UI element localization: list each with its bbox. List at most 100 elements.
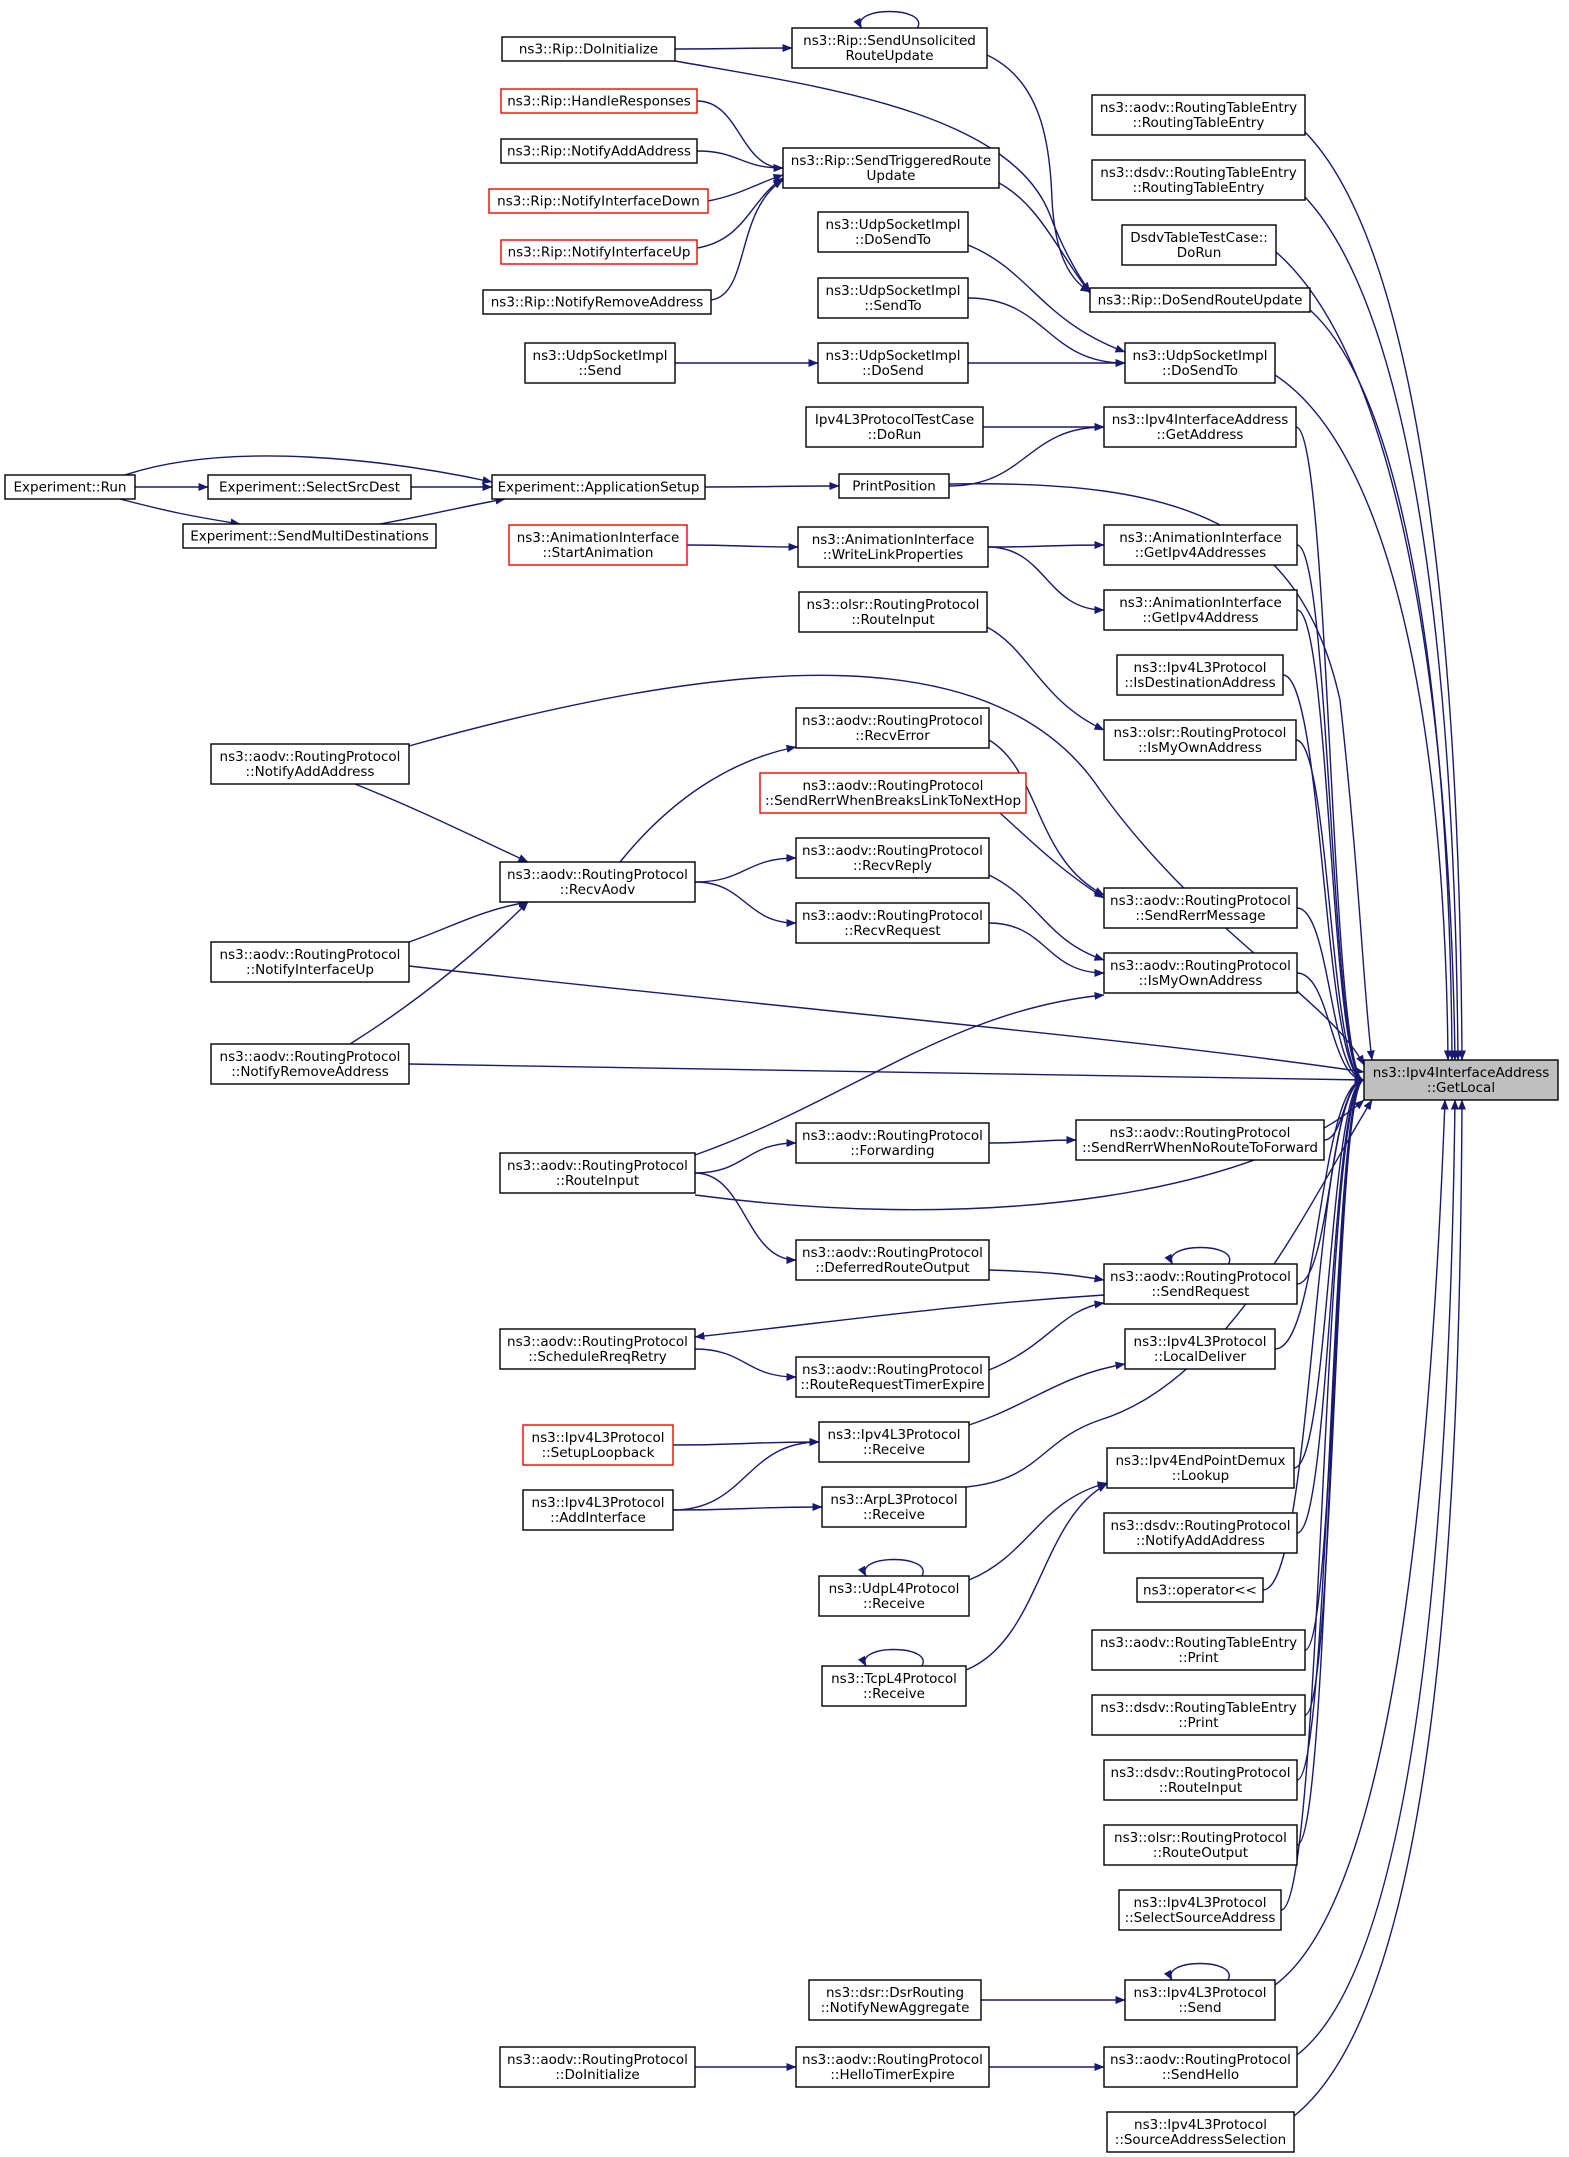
node-ns3-udpsocketimpl-dosendto[interactable]: ns3::UdpSocketImpl::DoSendTo	[1124, 342, 1276, 384]
node-ns3-aodv-routingprotocol-recverror[interactable]: ns3::aodv::RoutingProtocol::RecvError	[795, 707, 990, 749]
edge-aodv_recvrequest-to-aodv_ismyown	[988, 922, 1105, 977]
node-ns3-ipv4endpointdemux-lookup[interactable]: ns3::Ipv4EndPointDemux::Lookup	[1106, 1447, 1295, 1489]
node-ns3-ipv4l3protocol-localdeliver[interactable]: ns3::Ipv4L3Protocol::LocalDeliver	[1124, 1328, 1276, 1370]
node-ns3-animationinterface-startanimation[interactable]: ns3::AnimationInterface::StartAnimation	[508, 524, 688, 566]
node-ns3-udpsocketimpl-dosendto[interactable]: ns3::UdpSocketImpl::DoSendTo	[817, 211, 969, 253]
node-ns3-aodv-routingprotocol-forwarding[interactable]: ns3::aodv::RoutingProtocol::Forwarding	[795, 1122, 990, 1164]
node-box	[1103, 406, 1297, 448]
edge-aodv_recvaodv-to-aodv_recvrequest	[694, 881, 797, 927]
node-ns3-ipv4l3protocol-setuploopback[interactable]: ns3::Ipv4L3Protocol::SetupLoopback	[522, 1424, 674, 1466]
node-label-line: ::DeferredRouteOutput	[815, 1260, 969, 1276]
node-ns3-udpl4protocol-receive[interactable]: ns3::UdpL4Protocol::Receive	[818, 1575, 970, 1617]
node-ns3-tcpl4protocol-receive[interactable]: ns3::TcpL4Protocol::Receive	[821, 1665, 967, 1707]
node-ns3-aodv-routingprotocol-sendhello[interactable]: ns3::aodv::RoutingProtocol::SendHello	[1103, 2046, 1298, 2088]
edge-anim_writelink-to-anim_getipv4addr	[987, 546, 1105, 614]
node-ns3-ipv4interfaceaddress-getaddress[interactable]: ns3::Ipv4InterfaceAddress::GetAddress	[1103, 406, 1297, 448]
node-label-line: ::RouteInput	[1159, 1780, 1242, 1796]
node-ns3-ipv4l3protocol-receive[interactable]: ns3::Ipv4L3Protocol::Receive	[818, 1421, 970, 1463]
node-ns3-olsr-routingprotocol-ismyownaddress[interactable]: ns3::olsr::RoutingProtocol::IsMyOwnAddre…	[1103, 719, 1297, 761]
node-ns3-ipv4l3protocol-addinterface[interactable]: ns3::Ipv4L3Protocol::AddInterface	[522, 1489, 674, 1531]
node-ns3-animationinterface-getipv4address[interactable]: ns3::AnimationInterface::GetIpv4Address	[1103, 589, 1298, 631]
node-box	[482, 289, 712, 315]
edge-anim_getipv4addr-to-getlocal	[1296, 609, 1365, 1084]
node-ns3-aodv-routingprotocol-sendrerrwhennoroutetoforward[interactable]: ns3::aodv::RoutingProtocol::SendRerrWhen…	[1075, 1119, 1325, 1161]
node-box	[1103, 589, 1298, 631]
node-ns3-animationinterface-getipv4addresses[interactable]: ns3::AnimationInterface::GetIpv4Addresse…	[1103, 524, 1298, 566]
node-ns3-aodv-routingtableentry-print[interactable]: ns3::aodv::RoutingTableEntry::Print	[1091, 1629, 1306, 1671]
node-label-line: ::RecvError	[855, 728, 930, 744]
node-ns3-dsdv-routingprotocol-notifyaddaddress[interactable]: ns3::dsdv::RoutingProtocol::NotifyAddAdd…	[1103, 1512, 1298, 1554]
edge-anim_startanim-to-anim_writelink	[686, 542, 799, 551]
node-ns3-rip-handleresponses[interactable]: ns3::Rip::HandleResponses	[500, 88, 698, 114]
node-ns3-operator[interactable]: ns3::operator<<	[1136, 1577, 1264, 1603]
node-ns3-aodv-routingprotocol-recvaodv[interactable]: ns3::aodv::RoutingProtocol::RecvAodv	[499, 861, 696, 903]
node-ns3-aodv-routingprotocol-notifyaddaddress[interactable]: ns3::aodv::RoutingProtocol::NotifyAddAdd…	[210, 743, 410, 785]
node-label-line: ns3::dsdv::RoutingProtocol	[1111, 1518, 1291, 1534]
node-ns3-ipv4l3protocol-isdestinationaddress[interactable]: ns3::Ipv4L3Protocol::IsDestinationAddres…	[1116, 654, 1284, 696]
node-experiment-sendmultidestinations[interactable]: Experiment::SendMultiDestinations	[182, 523, 437, 549]
node-ns3-ipv4l3protocol-send[interactable]: ns3::Ipv4L3Protocol::Send	[1124, 1979, 1276, 2021]
node-ns3-aodv-routingprotocol-sendrerrmessage[interactable]: ns3::aodv::RoutingProtocol::SendRerrMess…	[1103, 887, 1298, 929]
node-ns3-rip-notifyinterfacedown[interactable]: ns3::Rip::NotifyInterfaceDown	[488, 188, 709, 214]
edge-aodv_notifyup-to-aodv_recvaodv	[408, 899, 529, 943]
node-ns3-ipv4l3protocol-sourceaddressselection[interactable]: ns3::Ipv4L3Protocol::SourceAddressSelect…	[1106, 2111, 1295, 2153]
node-ns3-animationinterface-writelinkproperties[interactable]: ns3::AnimationInterface::WriteLinkProper…	[797, 526, 989, 568]
node-experiment-applicationsetup[interactable]: Experiment::ApplicationSetup	[491, 474, 706, 500]
node-ns3-rip-notifyaddaddress[interactable]: ns3::Rip::NotifyAddAddress	[500, 138, 698, 164]
node-label-line: ::SendRerrMessage	[1135, 908, 1265, 924]
node-label-line: ns3::UdpSocketImpl	[1133, 348, 1268, 364]
node-ns3-aodv-routingprotocol-sendrerrwhenbreakslinktonexthop[interactable]: ns3::aodv::RoutingProtocol::SendRerrWhen…	[759, 772, 1027, 814]
edge-exp_run-to-exp_appsetup	[124, 455, 493, 484]
node-box	[500, 239, 698, 265]
node-ns3-ipv4l3protocol-selectsourceaddress[interactable]: ns3::Ipv4L3Protocol::SelectSourceAddress	[1118, 1889, 1282, 1931]
node-ns3-udpsocketimpl-dosend[interactable]: ns3::UdpSocketImpl::DoSend	[817, 342, 969, 384]
node-ns3-aodv-routingprotocol-recvrequest[interactable]: ns3::aodv::RoutingProtocol::RecvRequest	[795, 902, 990, 944]
node-ns3-olsr-routingprotocol-routeinput[interactable]: ns3::olsr::RoutingProtocol::RouteInput	[798, 591, 988, 633]
node-ns3-aodv-routingprotocol-schedulerreqretry[interactable]: ns3::aodv::RoutingProtocol::ScheduleRreq…	[499, 1328, 696, 1370]
node-ns3-udpsocketimpl-send[interactable]: ns3::UdpSocketImpl::Send	[524, 342, 676, 384]
node-label-line: ns3::UdpL4Protocol	[829, 1581, 960, 1597]
node-ns3-aodv-routingprotocol-ismyownaddress[interactable]: ns3::aodv::RoutingProtocol::IsMyOwnAddre…	[1103, 952, 1298, 994]
node-label-line: ::NotifyNewAggregate	[821, 2000, 970, 2016]
node-ns3-rip-dosendrouteupdate[interactable]: ns3::Rip::DoSendRouteUpdate	[1089, 287, 1311, 313]
node-experiment-run[interactable]: Experiment::Run	[4, 474, 136, 500]
edge-rip_notifyremove-to-rip_sendtrig	[710, 179, 784, 301]
node-ns3-rip-notifyremoveaddress[interactable]: ns3::Rip::NotifyRemoveAddress	[482, 289, 712, 315]
node-ns3-udpsocketimpl-sendto[interactable]: ns3::UdpSocketImpl::SendTo	[817, 277, 969, 319]
node-ns3-aodv-routingprotocol-sendrequest[interactable]: ns3::aodv::RoutingProtocol::SendRequest	[1103, 1263, 1298, 1305]
node-ns3-arpl3protocol-receive[interactable]: ns3::ArpL3Protocol::Receive	[821, 1486, 967, 1528]
node-ns3-dsr-dsrrouting-notifynewaggregate[interactable]: ns3::dsr::DsrRouting::NotifyNewAggregate	[808, 1979, 982, 2021]
node-ns3-olsr-routingprotocol-routeoutput[interactable]: ns3::olsr::RoutingProtocol::RouteOutput	[1103, 1824, 1298, 1866]
node-label-line: RouteUpdate	[845, 48, 933, 64]
node-ns3-aodv-routingprotocol-notifyinterfaceup[interactable]: ns3::aodv::RoutingProtocol::NotifyInterf…	[210, 941, 410, 983]
node-ns3-aodv-routingprotocol-deferredrouteoutput[interactable]: ns3::aodv::RoutingProtocol::DeferredRout…	[795, 1239, 990, 1281]
node-experiment-selectsrcdest[interactable]: Experiment::SelectSrcDest	[207, 474, 412, 500]
node-ns3-ipv4interfaceaddress-getlocal[interactable]: ns3::Ipv4InterfaceAddress::GetLocal	[1363, 1059, 1559, 1101]
node-ns3-rip-doinitialize[interactable]: ns3::Rip::DoInitialize	[501, 36, 676, 62]
node-printposition[interactable]: PrintPosition	[838, 473, 950, 499]
node-ipv4l3protocoltestcase-dorun[interactable]: Ipv4L3ProtocolTestCase::DoRun	[805, 406, 984, 448]
node-ns3-dsdv-routingtableentry-routingtableentry[interactable]: ns3::dsdv::RoutingTableEntry::RoutingTab…	[1091, 159, 1306, 201]
edge-udp_dosendto_r-to-getlocal	[1274, 374, 1452, 1061]
node-box	[1089, 287, 1311, 313]
node-ns3-aodv-routingprotocol-notifyremoveaddress[interactable]: ns3::aodv::RoutingProtocol::NotifyRemove…	[210, 1043, 410, 1085]
node-ns3-aodv-routingprotocol-routeinput[interactable]: ns3::aodv::RoutingProtocol::RouteInput	[499, 1152, 696, 1194]
node-ns3-rip-notifyinterfaceup[interactable]: ns3::Rip::NotifyInterfaceUp	[500, 239, 698, 265]
node-ns3-aodv-routingtableentry-routingtableentry[interactable]: ns3::aodv::RoutingTableEntry::RoutingTab…	[1091, 94, 1306, 136]
node-box	[1103, 952, 1298, 994]
node-ns3-dsdv-routingprotocol-routeinput[interactable]: ns3::dsdv::RoutingProtocol::RouteInput	[1103, 1759, 1298, 1801]
node-ns3-aodv-routingprotocol-hellotimerexpire[interactable]: ns3::aodv::RoutingProtocol::HelloTimerEx…	[795, 2046, 990, 2088]
node-ns3-dsdv-routingtableentry-print[interactable]: ns3::dsdv::RoutingTableEntry::Print	[1091, 1694, 1306, 1736]
node-box	[791, 27, 988, 69]
edge-ipv4l3_addiface-to-ipv4l3_receive	[672, 1438, 820, 1511]
node-label-line: ::SendTo	[864, 298, 921, 314]
node-ns3-aodv-routingprotocol-routerequesttimerexpire[interactable]: ns3::aodv::RoutingProtocol::RouteRequest…	[795, 1356, 990, 1398]
node-ns3-aodv-routingprotocol-recvreply[interactable]: ns3::aodv::RoutingProtocol::RecvReply	[795, 837, 990, 879]
node-label-line: ns3::Rip::DoSendRouteUpdate	[1098, 293, 1303, 309]
node-dsdvtabletestcase-dorun[interactable]: DsdvTableTestCase::DoRun	[1121, 224, 1277, 266]
node-label-line: ns3::UdpSocketImpl	[826, 348, 961, 364]
node-ns3-aodv-routingprotocol-doinitialize[interactable]: ns3::aodv::RoutingProtocol::DoInitialize	[499, 2046, 696, 2088]
node-box	[821, 1486, 967, 1528]
